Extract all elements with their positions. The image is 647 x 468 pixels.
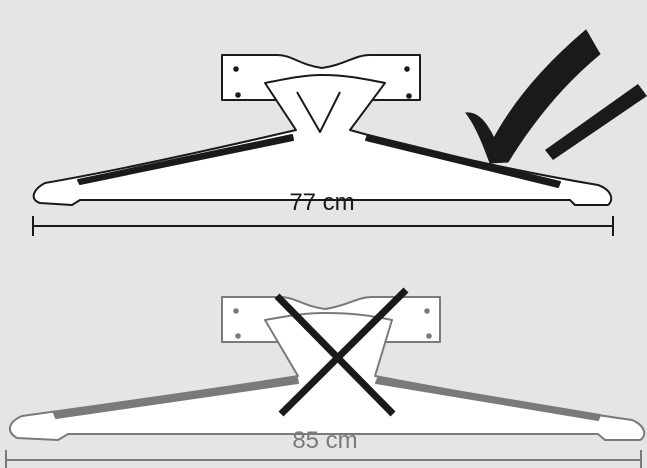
incorrect-stand-screw [426,333,432,339]
incorrect-stand-screw [233,308,239,314]
incorrect-stand-base [9,312,646,441]
correct-stand-left-rail [77,134,294,185]
incorrect-stand [9,296,646,441]
cross-icon [274,287,409,417]
correct-stand-screw [404,66,410,72]
correct-stand-width-label: 77 cm [289,189,354,216]
incorrect-stand-screw [235,333,241,339]
correct-stand-right-rail [365,134,561,188]
incorrect-stand-width-label: 85 cm [292,427,357,454]
incorrect-stand-screw [424,308,430,314]
checkmark-icon [465,29,601,164]
correct-stand-screw [406,93,412,99]
incorrect-stand-dimension [5,450,642,468]
correct-stand-dimension [32,216,614,236]
incorrect-stand-left-rail [53,377,299,419]
correct-stand [32,54,613,206]
correct-stand-base [32,74,613,206]
correct-stand-neck [296,91,341,133]
correct-stand-screw [235,92,241,98]
correct-stand-screw [233,66,239,72]
incorrect-stand-right-rail [375,377,601,421]
checkmark-tail [545,84,647,160]
